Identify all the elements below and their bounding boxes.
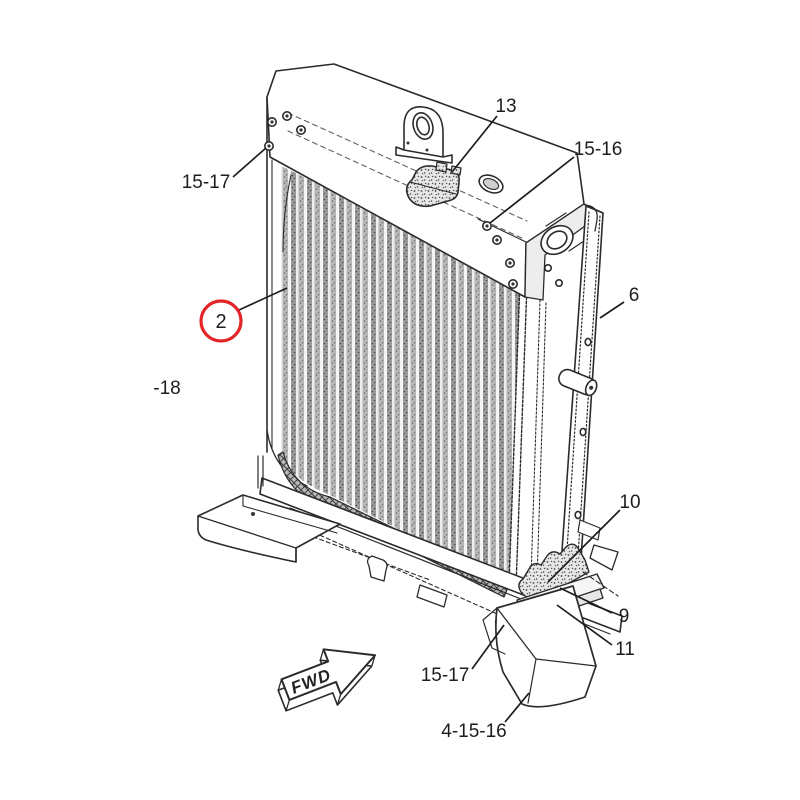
callout-10: 10 bbox=[547, 492, 641, 583]
fwd-arrow: FWD bbox=[277, 648, 377, 712]
bolt bbox=[281, 111, 292, 122]
callout-18: -18 bbox=[153, 378, 180, 399]
callout-text: 11 bbox=[615, 639, 635, 660]
callout-15-17-bottom: 15-17 bbox=[421, 624, 505, 686]
callout-text: 15-17 bbox=[182, 172, 231, 193]
rail-tab bbox=[416, 584, 448, 608]
bolt bbox=[507, 278, 518, 289]
callout-6: 6 bbox=[599, 285, 640, 319]
callout-text: 9 bbox=[619, 606, 630, 627]
callout-11: 11 bbox=[556, 604, 635, 660]
side-panel-6 bbox=[558, 204, 604, 561]
leader-line bbox=[451, 115, 498, 173]
callout-text: 13 bbox=[495, 96, 516, 117]
callout-15-17-top: 15-17 bbox=[182, 147, 267, 193]
callout-text: 6 bbox=[629, 285, 640, 306]
leader-line bbox=[556, 604, 613, 646]
leader-line bbox=[559, 587, 613, 614]
mounting-bracket bbox=[395, 106, 453, 164]
side-panel-pin bbox=[558, 368, 598, 397]
callout-text: 15-17 bbox=[421, 665, 470, 686]
leader-line bbox=[232, 147, 267, 178]
callout-2-highlight-circle bbox=[199, 299, 243, 343]
overflow-hole bbox=[478, 174, 504, 194]
callout-9: 9 bbox=[559, 587, 630, 627]
callouts-layer: 15-17 13 15-16 2 -18 6 10 9 bbox=[153, 96, 640, 742]
gusset bbox=[589, 544, 619, 571]
bolt bbox=[263, 141, 274, 152]
leader-line bbox=[599, 301, 625, 319]
leader-line bbox=[504, 692, 530, 723]
filler-cap bbox=[405, 161, 462, 208]
callout-13: 13 bbox=[451, 96, 517, 173]
bolt bbox=[266, 117, 277, 128]
callout-text: 4-15-16 bbox=[441, 721, 507, 742]
rail-clip bbox=[366, 555, 388, 582]
fwd-arrow-face bbox=[280, 648, 377, 701]
bolt bbox=[491, 235, 502, 246]
callout-text: 15-16 bbox=[574, 139, 623, 160]
callout-text: 10 bbox=[619, 492, 640, 513]
outlet-duct bbox=[482, 585, 597, 708]
leader-line bbox=[471, 624, 505, 670]
leader-line bbox=[489, 156, 575, 224]
callout-text: -18 bbox=[153, 378, 180, 399]
radiator-core bbox=[281, 166, 547, 588]
bolt bbox=[295, 125, 306, 136]
mounting-foot bbox=[197, 455, 341, 563]
core-fins bbox=[281, 166, 520, 584]
bolt bbox=[481, 221, 492, 232]
callout-2-highlighted: 2 bbox=[199, 287, 288, 343]
callout-4-15-16: 4-15-16 bbox=[441, 692, 530, 742]
leader-line bbox=[238, 287, 288, 311]
bolt bbox=[504, 257, 515, 268]
filler-neck bbox=[540, 212, 585, 256]
callout-text: 2 bbox=[215, 311, 226, 333]
callout-15-16: 15-16 bbox=[489, 139, 623, 224]
leader-line bbox=[547, 509, 621, 583]
